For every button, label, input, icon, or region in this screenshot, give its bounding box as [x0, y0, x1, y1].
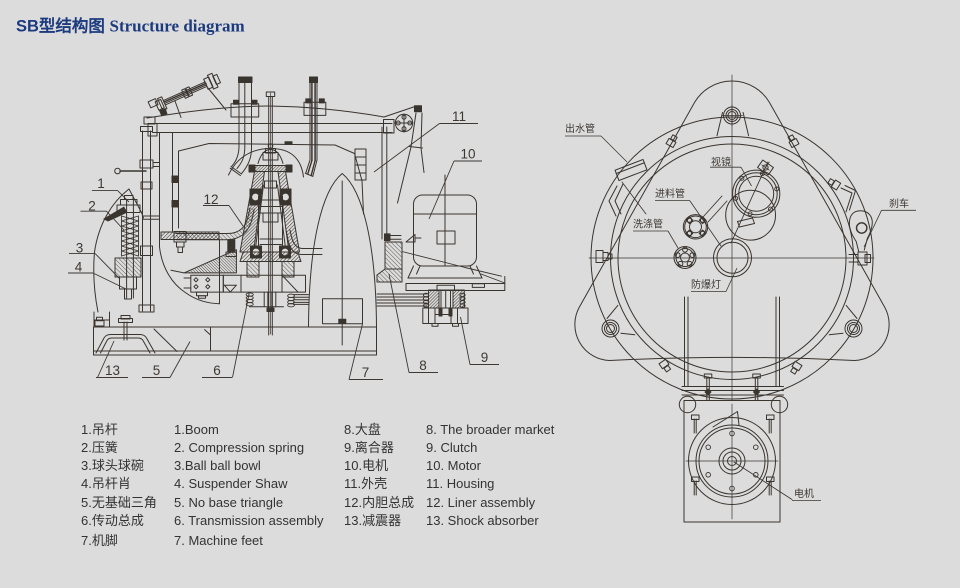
svg-text:4. Suspender Shaw: 4. Suspender Shaw: [174, 476, 288, 491]
svg-text:1.吊杆: 1.吊杆: [81, 422, 118, 437]
svg-text:10. Motor: 10. Motor: [426, 458, 482, 473]
svg-text:6. Transmission assembly: 6. Transmission assembly: [174, 513, 324, 528]
svg-text:4: 4: [75, 260, 83, 275]
svg-text:2.压簧: 2.压簧: [81, 440, 118, 455]
svg-text:SB型结构图 Structure diagram: SB型结构图 Structure diagram: [16, 16, 245, 36]
svg-text:9.离合器: 9.离合器: [344, 440, 394, 455]
svg-text:5.无基础三角: 5.无基础三角: [81, 495, 157, 510]
svg-text:7: 7: [362, 365, 370, 380]
svg-text:1: 1: [97, 176, 105, 191]
svg-text:1.Boom: 1.Boom: [174, 422, 219, 437]
svg-text:10.电机: 10.电机: [344, 458, 388, 473]
svg-text:10: 10: [460, 147, 475, 162]
svg-text:11. Housing: 11. Housing: [426, 476, 494, 491]
svg-text:5: 5: [153, 363, 161, 378]
svg-text:11.外壳: 11.外壳: [344, 476, 387, 491]
svg-text:进料管: 进料管: [655, 187, 685, 200]
svg-text:2. Compression spring: 2. Compression spring: [174, 440, 304, 455]
svg-text:12: 12: [203, 192, 218, 207]
svg-text:防爆灯: 防爆灯: [691, 278, 721, 291]
svg-text:7.机脚: 7.机脚: [81, 533, 118, 548]
svg-text:8: 8: [419, 358, 427, 373]
svg-text:12.内胆总成: 12.内胆总成: [344, 495, 414, 510]
svg-text:5. No base triangle: 5. No base triangle: [174, 495, 283, 510]
svg-text:8.大盘: 8.大盘: [344, 422, 381, 437]
svg-text:电机: 电机: [794, 487, 814, 500]
svg-text:8. The broader market: 8. The broader market: [426, 422, 555, 437]
svg-text:刹车: 刹车: [889, 197, 909, 210]
svg-text:13. Shock absorber: 13. Shock absorber: [426, 513, 539, 528]
svg-text:9: 9: [481, 350, 489, 365]
svg-text:3.球头球碗: 3.球头球碗: [81, 458, 144, 473]
svg-text:6: 6: [213, 363, 221, 378]
svg-text:9. Clutch: 9. Clutch: [426, 440, 477, 455]
svg-text:12. Liner assembly: 12. Liner assembly: [426, 495, 536, 510]
svg-text:4.吊杆肖: 4.吊杆肖: [81, 476, 131, 491]
svg-text:11: 11: [452, 109, 466, 124]
svg-text:洗涤管: 洗涤管: [633, 218, 663, 231]
svg-text:2: 2: [88, 199, 96, 214]
svg-text:13.减震器: 13.减震器: [344, 513, 401, 528]
svg-text:7. Machine feet: 7. Machine feet: [174, 533, 263, 548]
svg-text:3.Ball ball bowl: 3.Ball ball bowl: [174, 458, 261, 473]
svg-text:3: 3: [76, 241, 84, 256]
svg-text:出水管: 出水管: [565, 122, 595, 135]
svg-text:13: 13: [105, 363, 120, 378]
svg-text:6.传动总成: 6.传动总成: [81, 513, 144, 528]
svg-text:视镜: 视镜: [711, 156, 731, 169]
